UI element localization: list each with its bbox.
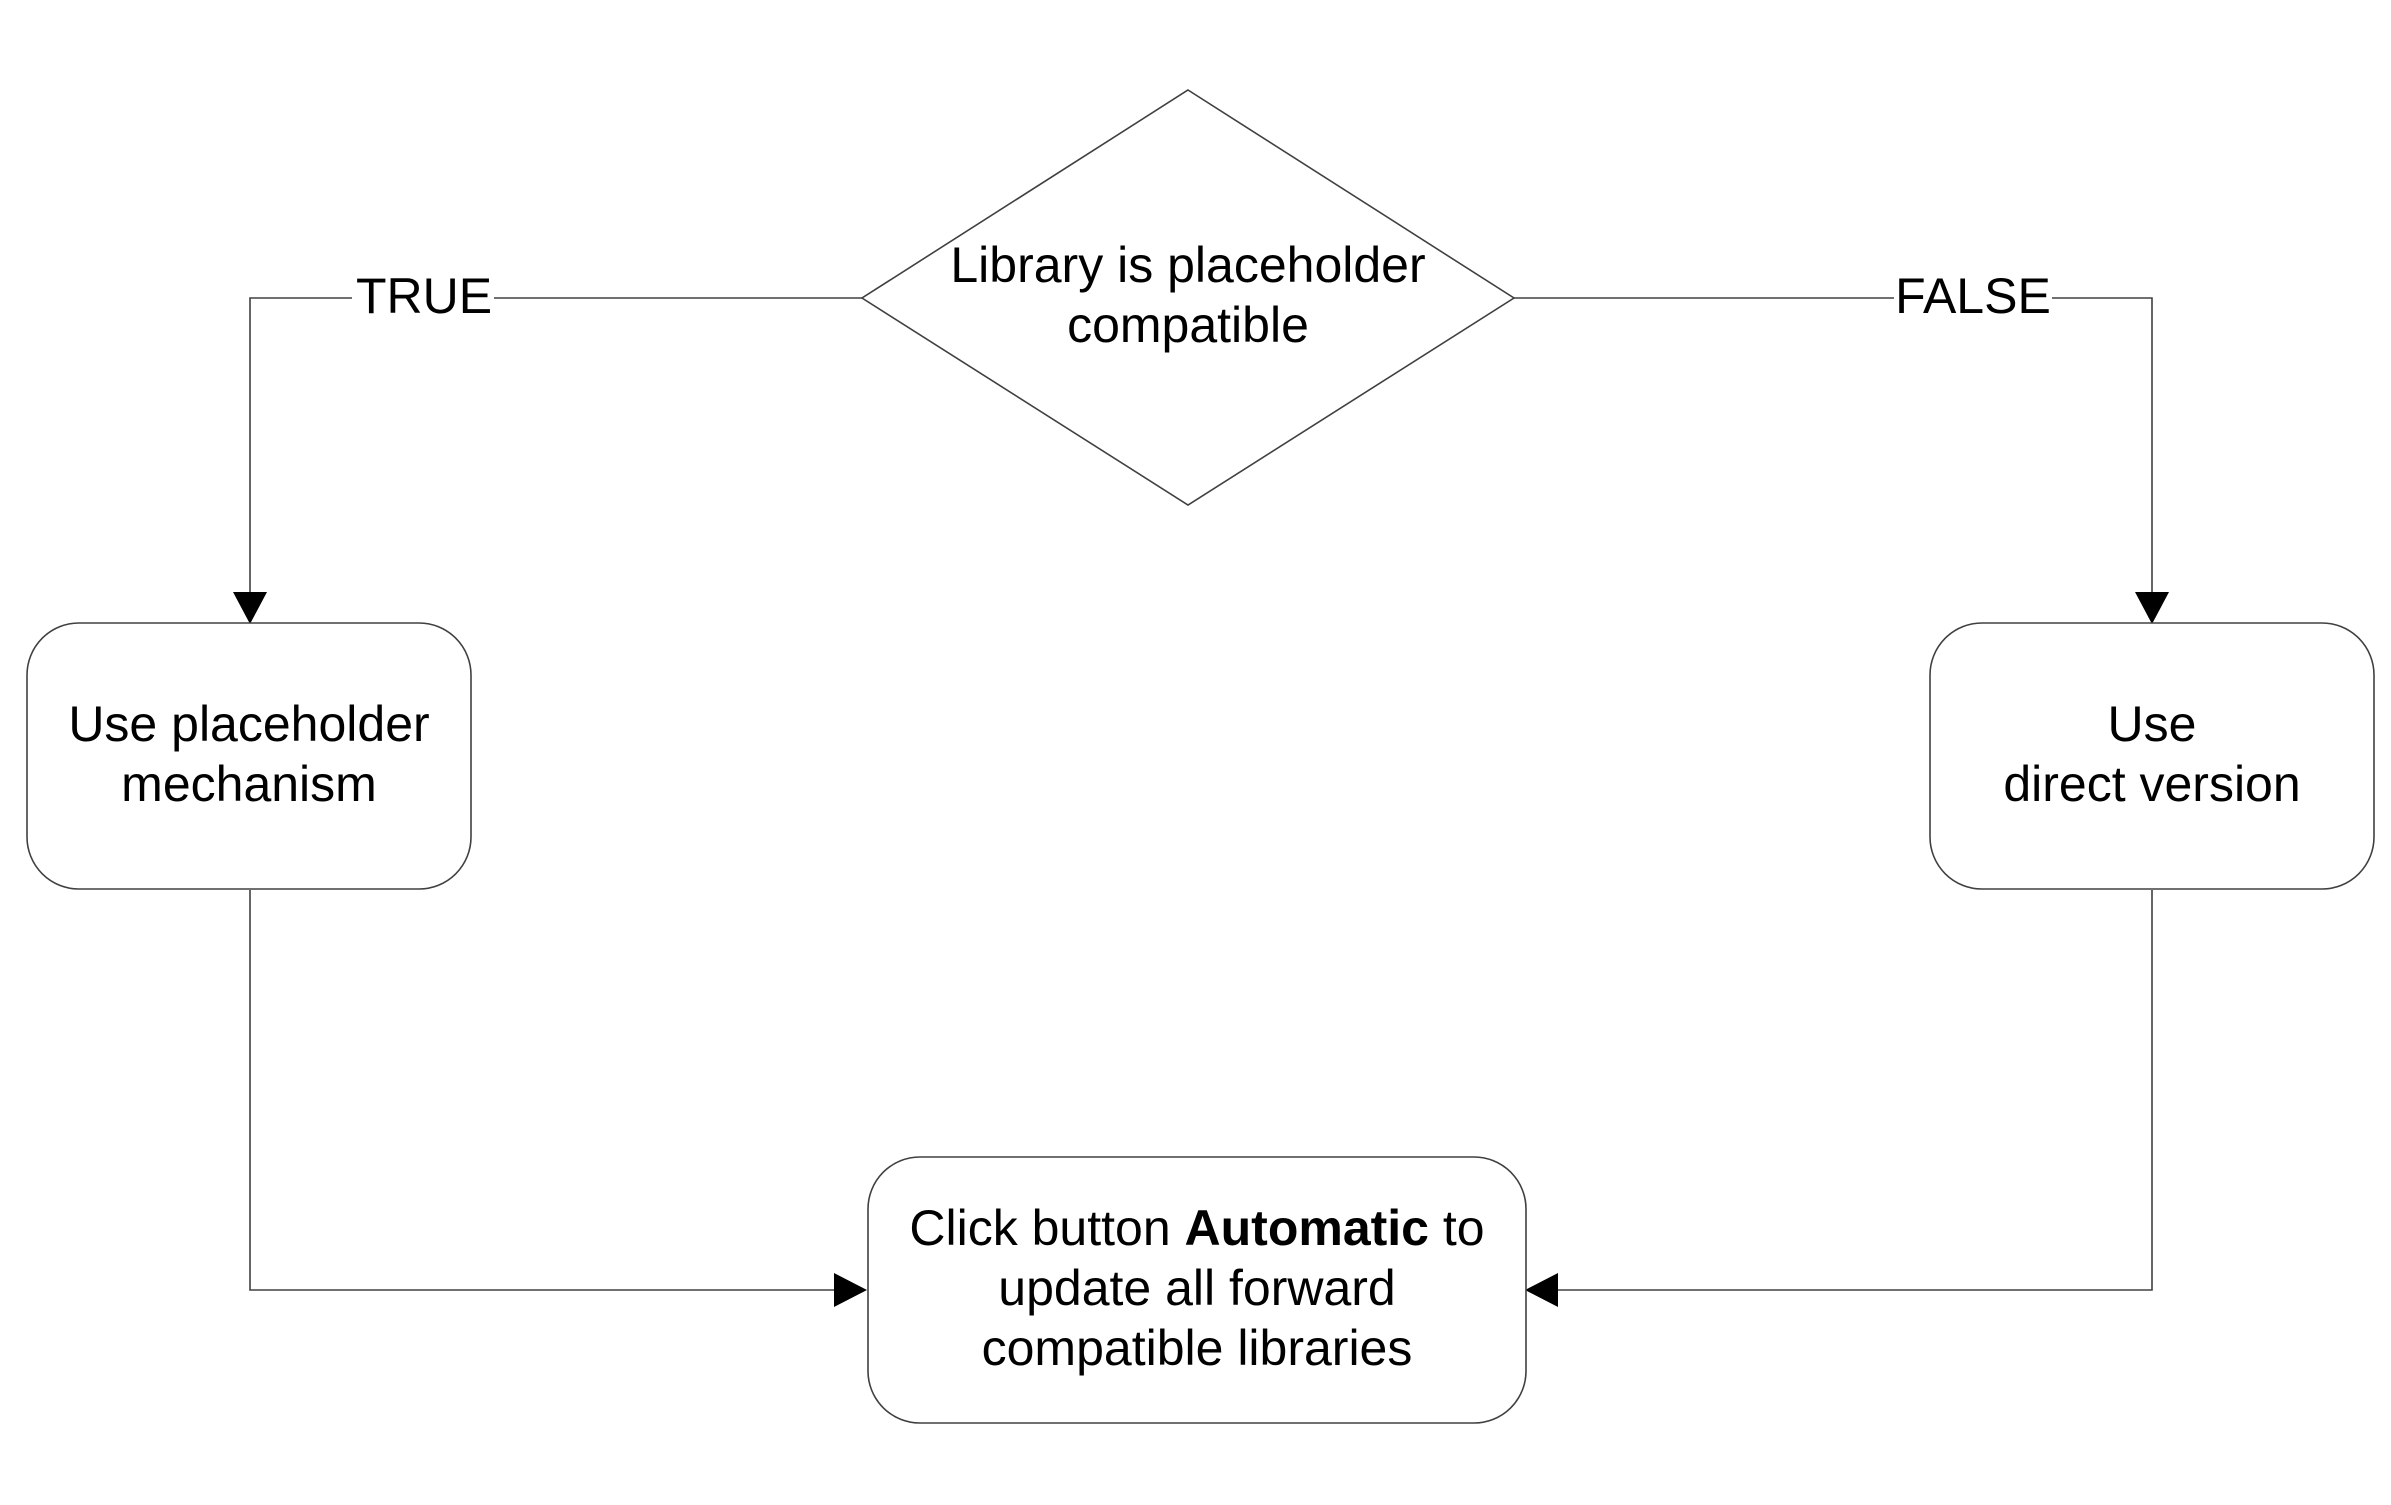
automatic-line-2: update all forward — [998, 1260, 1395, 1316]
arrowhead-final-right — [1525, 1273, 1558, 1307]
arrowhead-true-node — [233, 592, 267, 624]
process-node-automatic: Click button Automatic to update all for… — [867, 1156, 1527, 1424]
decision-diamond — [860, 89, 1516, 506]
arrowhead-final-left — [834, 1273, 867, 1307]
edge-label-true: TRUE — [352, 268, 494, 328]
automatic-line-3: compatible libraries — [982, 1320, 1413, 1376]
edge-label-false-text: FALSE — [1895, 268, 2051, 324]
connector-decision-to-true — [249, 297, 862, 592]
decision-node: Library is placeholder compatible — [860, 89, 1516, 506]
process-node-direct: Use direct version — [1929, 622, 2375, 890]
process-node-placeholder: Use placeholder mechanism — [26, 622, 472, 890]
automatic-line-1-post: to — [1429, 1200, 1485, 1256]
process-box-placeholder — [26, 622, 472, 890]
arrowhead-false-node — [2135, 592, 2169, 624]
direct-line-2: direct version — [2003, 756, 2300, 812]
edge-label-false: FALSE — [1894, 268, 2052, 328]
automatic-line-1-pre: Click button — [909, 1200, 1184, 1256]
decision-line-1: Library is placeholder — [950, 237, 1425, 293]
connector-true-to-final — [249, 890, 834, 1291]
connector-decision-to-false — [1510, 297, 2153, 592]
process-box-direct — [1929, 622, 2375, 890]
process-box-automatic — [867, 1156, 1527, 1424]
connector-false-to-final — [1558, 890, 2153, 1291]
direct-line-1: Use — [2108, 696, 2197, 752]
automatic-button-name: Automatic — [1185, 1200, 1429, 1256]
placeholder-line-2: mechanism — [121, 756, 377, 812]
edge-label-true-text: TRUE — [356, 268, 492, 324]
decision-line-2: compatible — [1067, 297, 1309, 353]
automatic-line-1: Click button Automatic to — [909, 1200, 1484, 1256]
placeholder-line-1: Use placeholder — [68, 696, 429, 752]
